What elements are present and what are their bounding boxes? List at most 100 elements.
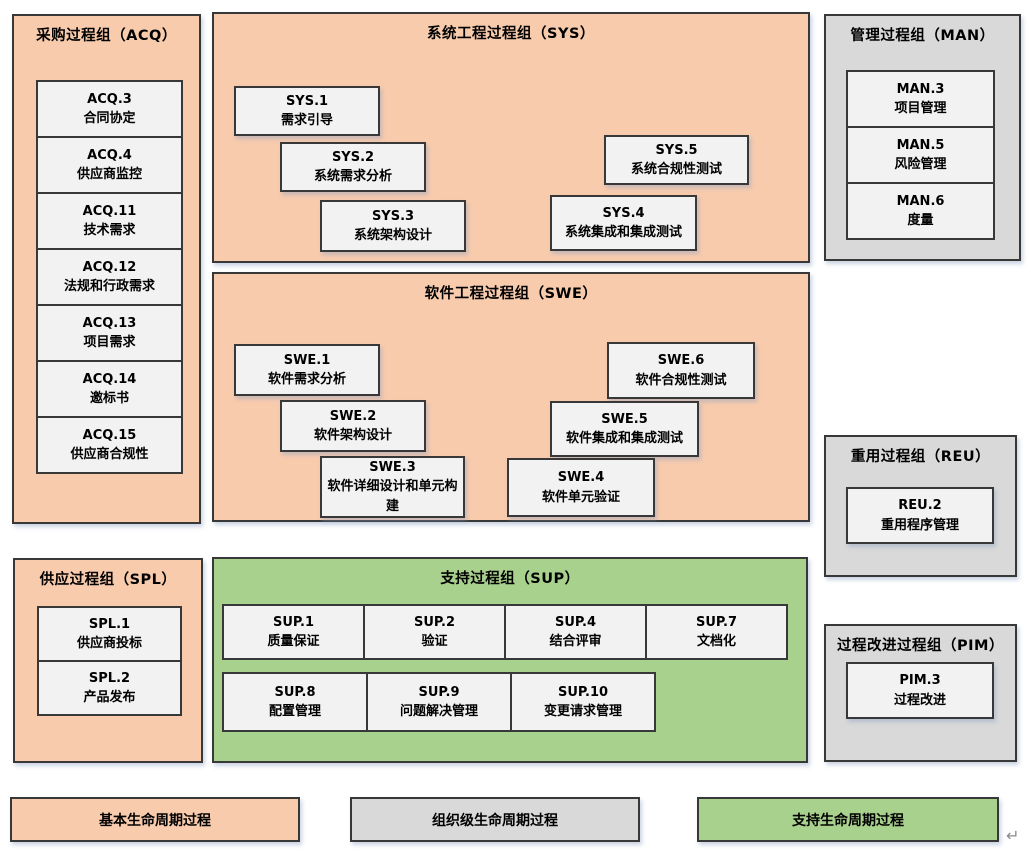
process-name-label: 产品发布 [83,690,136,705]
process-sys-1: SYS.1 需求引导 [234,86,380,136]
man-process-stack: MAN.3 项目管理 MAN.5 风险管理 MAN.6 度量 [846,70,995,240]
process-swe-5: SWE.5 软件集成和集成测试 [550,401,699,457]
group-sys: 系统工程过程组（SYS） SYS.1 需求引导 SYS.2 系统需求分析 SYS… [212,12,810,263]
process-id-label: SUP.8 [274,684,316,700]
group-reu-title: 重用过程组（REU） [850,449,991,465]
process-name-label: 项目需求 [83,335,136,350]
group-acq: 采购过程组（ACQ） ACQ.3 合同协定 ACQ.4 供应商监控 ACQ.11… [12,14,201,524]
process-name-label: 供应商监控 [76,167,142,182]
process-id-label: SUP.9 [418,684,460,700]
process-name-label: 质量保证 [267,634,320,649]
process-sys-2: SYS.2 系统需求分析 [280,142,426,192]
process-id-label: SUP.10 [557,684,609,700]
process-acq-3: ACQ.3 合同协定 [36,80,183,138]
process-name-label: 文档化 [696,634,736,649]
process-id-label: SWE.1 [283,352,331,368]
process-sup-1: SUP.1 质量保证 [222,604,365,660]
group-spl-title: 供应过程组（SPL） [39,572,177,588]
process-acq-14: ACQ.14 邀标书 [36,360,183,418]
group-acq-title: 采购过程组（ACQ） [36,28,177,44]
legend-label: 支持生命周期过程 [792,812,904,829]
process-id-label: ACQ.13 [82,315,137,331]
process-id-label: ACQ.12 [82,259,137,275]
process-name-label: 问题解决管理 [399,704,478,719]
process-name-label: 度量 [907,213,934,228]
process-name-label: 系统需求分析 [313,169,392,184]
group-pim-title: 过程改进过程组（PIM） [837,638,1004,654]
process-name-label: 合同协定 [83,111,136,126]
process-id-label: ACQ.11 [82,203,137,219]
process-sup-9: SUP.9 问题解决管理 [366,672,512,732]
process-id-label: SWE.5 [601,411,648,427]
process-id-label: SYS.5 [655,142,698,158]
group-spl: 供应过程组（SPL） SPL.1 供应商投标 SPL.2 产品发布 [13,558,203,763]
process-id-label: MAN.5 [896,137,945,153]
paragraph-return-mark: ↵ [1006,826,1020,845]
process-spl-1: SPL.1 供应商投标 [37,606,182,662]
process-name-label: 软件详细设计和单元构建 [327,479,458,514]
process-name-label: 配置管理 [268,704,321,719]
process-id-label: PIM.3 [899,673,941,688]
process-id-label: ACQ.14 [82,371,137,387]
process-name-label: 验证 [421,634,448,649]
process-name-label: 邀标书 [89,391,129,406]
process-sup-4: SUP.4 结合评审 [504,604,647,660]
process-id-label: SYS.1 [285,93,329,109]
process-name-label: 法规和行政需求 [63,279,155,294]
process-acq-13: ACQ.13 项目需求 [36,304,183,362]
process-id-label: MAN.6 [896,193,945,209]
process-name-label: 系统集成和集成测试 [564,225,682,240]
process-name-label: 供应商投标 [76,636,142,651]
process-id-label: MAN.3 [896,81,945,97]
process-swe-2: SWE.2 软件架构设计 [280,400,426,452]
process-id-label: SPL.2 [88,670,131,686]
process-id-label: SYS.4 [602,205,645,221]
process-name-label: 系统合规性测试 [630,162,722,177]
process-name-label: 重用程序管理 [880,517,959,533]
process-id-label: SUP.7 [695,614,738,630]
legend-label: 组织级生命周期过程 [432,812,558,829]
group-swe: 软件工程过程组（SWE） SWE.1 软件需求分析 SWE.2 软件架构设计 S… [212,272,810,522]
process-sup-10: SUP.10 变更请求管理 [510,672,656,732]
process-id-label: SWE.4 [557,470,605,485]
process-name-label: 软件架构设计 [313,428,392,443]
process-man-6: MAN.6 度量 [846,182,995,240]
process-acq-12: ACQ.12 法规和行政需求 [36,248,183,306]
process-name-label: 软件单元验证 [541,489,620,505]
group-pim: 过程改进过程组（PIM） PIM.3 过程改进 [824,624,1017,762]
group-reu: 重用过程组（REU） REU.2 重用程序管理 [824,435,1017,577]
legend-supporting-lifecycle: 支持生命周期过程 [697,797,999,842]
group-man-title: 管理过程组（MAN） [850,28,995,44]
sup-process-row-1: SUP.1 质量保证 SUP.2 验证 SUP.4 结合评审 SUP.7 文档化 [222,604,788,660]
process-id-label: SYS.3 [371,208,415,224]
process-name-label: 软件合规性测试 [635,372,727,388]
sup-process-row-2: SUP.8 配置管理 SUP.9 问题解决管理 SUP.10 变更请求管理 [222,672,656,732]
process-sys-3: SYS.3 系统架构设计 [320,200,466,252]
process-name-label: 系统架构设计 [353,228,432,243]
group-sys-title: 系统工程过程组（SYS） [427,26,595,42]
process-id-label: SYS.2 [331,149,375,165]
process-name-label: 风险管理 [894,157,947,172]
legend-label: 基本生命周期过程 [99,812,211,829]
legend-primary-lifecycle: 基本生命周期过程 [10,797,300,842]
process-name-label: 技术需求 [83,223,136,238]
process-id-label: SUP.1 [272,614,315,630]
legend-organizational-lifecycle: 组织级生命周期过程 [350,797,640,842]
process-name-label: 变更请求管理 [543,704,622,719]
process-man-3: MAN.3 项目管理 [846,70,995,128]
group-swe-title: 软件工程过程组（SWE） [424,286,598,302]
process-swe-1: SWE.1 软件需求分析 [234,344,380,396]
process-id-label: ACQ.15 [82,427,137,443]
process-id-label: SWE.2 [329,408,377,424]
process-id-label: REU.2 [898,498,942,513]
process-sup-7: SUP.7 文档化 [645,604,788,660]
process-name-label: 软件需求分析 [267,372,346,387]
acq-process-stack: ACQ.3 合同协定 ACQ.4 供应商监控 ACQ.11 技术需求 ACQ.1… [36,80,183,474]
process-acq-15: ACQ.15 供应商合规性 [36,416,183,474]
process-acq-11: ACQ.11 技术需求 [36,192,183,250]
process-id-label: ACQ.4 [87,147,132,163]
process-swe-4: SWE.4 软件单元验证 [507,458,655,517]
process-sup-2: SUP.2 验证 [363,604,506,660]
process-reu-2: REU.2 重用程序管理 [846,487,994,544]
